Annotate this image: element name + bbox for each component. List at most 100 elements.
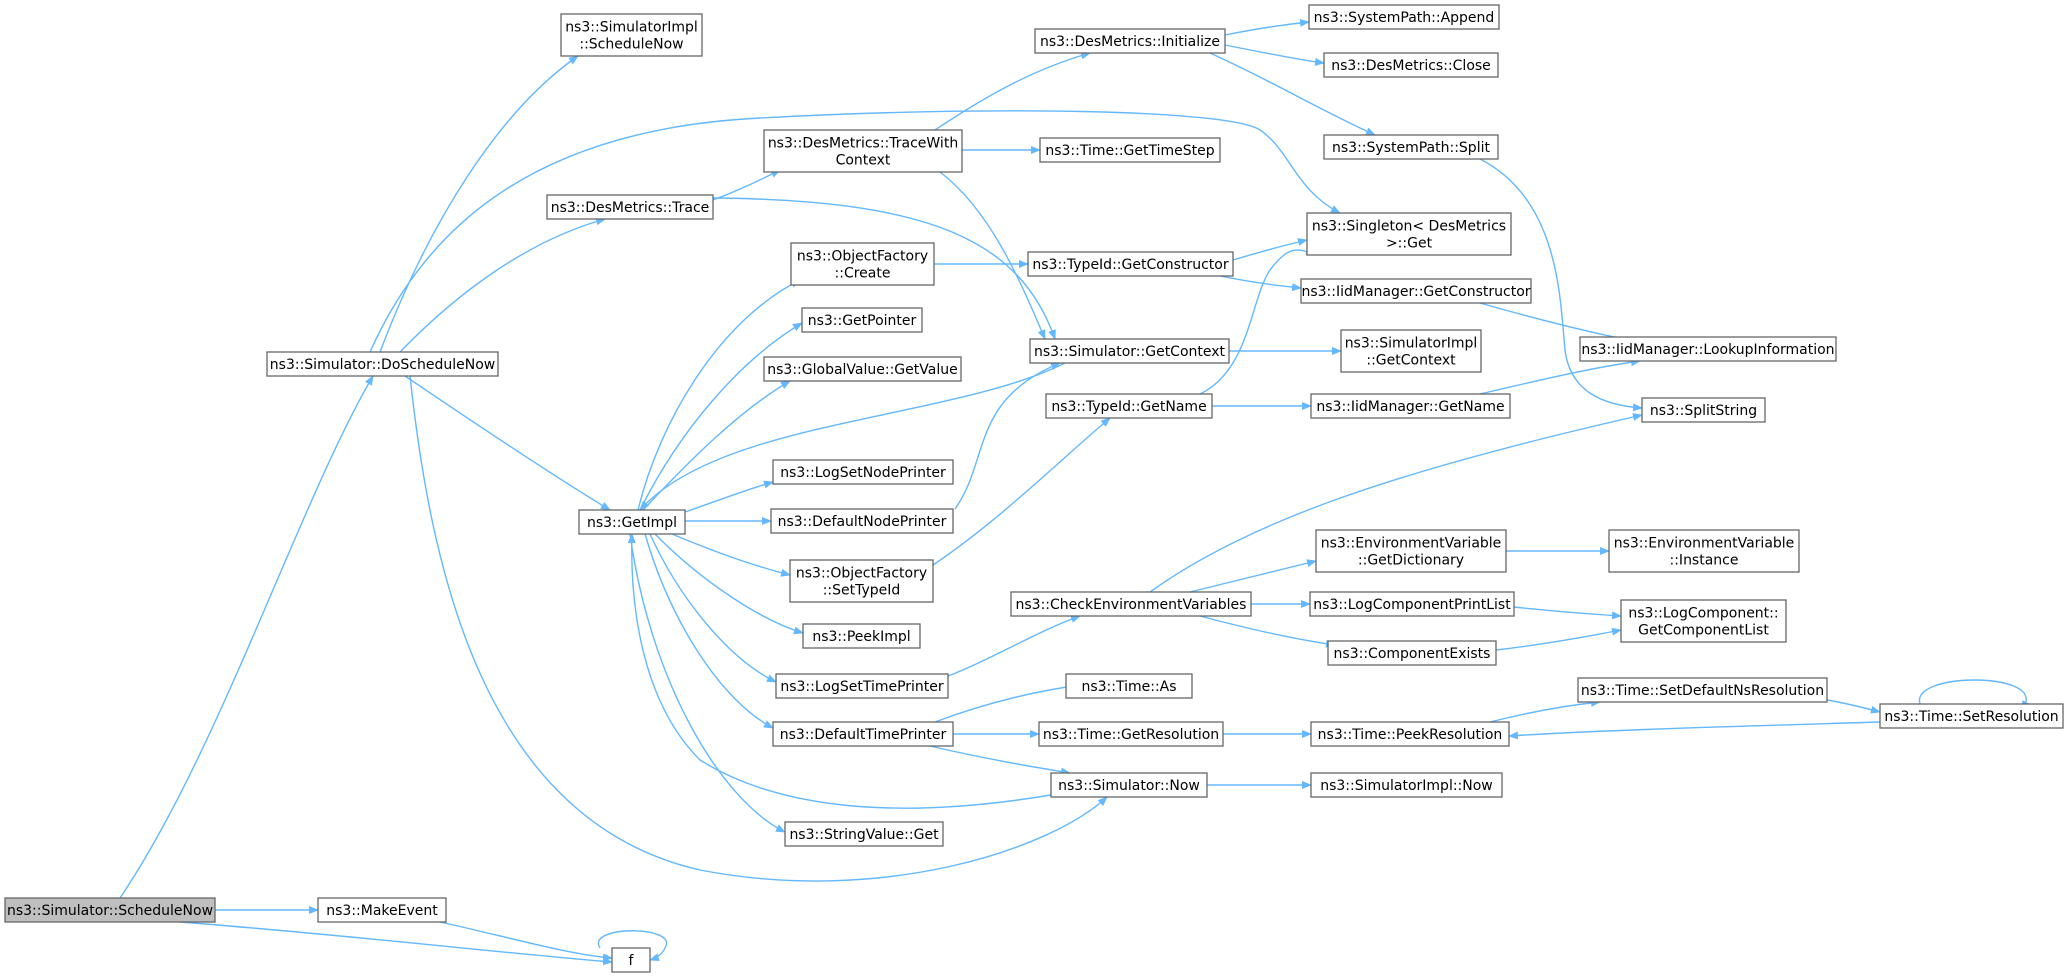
node-typeid-get-constructor[interactable]: ns3::TypeId::GetConstructor bbox=[1027, 251, 1234, 277]
node-get-pointer[interactable]: ns3::GetPointer bbox=[801, 307, 923, 333]
node-label: ns3::GetImpl bbox=[587, 515, 677, 531]
node-impl-now[interactable]: ns3::SimulatorImpl::Now bbox=[1310, 772, 1503, 798]
node-label: ns3::GetPointer bbox=[808, 313, 917, 329]
node-set-default-ns-resolution[interactable]: ns3::Time::SetDefaultNsResolution bbox=[1577, 677, 1828, 703]
node-log-set-time-printer[interactable]: ns3::LogSetTimePrinter bbox=[775, 673, 949, 699]
node-impl-get-context[interactable]: ns3::SimulatorImpl::GetContext bbox=[1340, 329, 1482, 373]
node-iid-get-name[interactable]: ns3::IidManager::GetName bbox=[1310, 393, 1511, 419]
edge-component-exists-to-get-component-list bbox=[1495, 627, 1622, 651]
node-iid-lookup[interactable]: ns3::IidManager::LookupInformation bbox=[1579, 336, 1837, 362]
node-time-set-resolution[interactable]: ns3::Time::SetResolution bbox=[1879, 703, 2064, 729]
node-check-env[interactable]: ns3::CheckEnvironmentVariables bbox=[1010, 591, 1252, 617]
edge-trace-with-context-to-sim-get-context bbox=[939, 171, 1046, 340]
node-label: ns3::LogComponent:: bbox=[1628, 606, 1778, 622]
node-make-event[interactable]: ns3::MakeEvent bbox=[317, 897, 447, 923]
edge-get-impl-to-log-set-time-printer bbox=[649, 533, 777, 683]
node-label: ns3::Time::SetDefaultNsResolution bbox=[1581, 683, 1824, 699]
node-label: ns3::GlobalValue::GetValue bbox=[767, 362, 957, 378]
node-label: ::GetDictionary bbox=[1358, 553, 1464, 569]
node-peek-impl[interactable]: ns3::PeekImpl bbox=[802, 623, 921, 649]
node-box bbox=[1029, 338, 1230, 364]
node-label: ns3::Simulator::ScheduleNow bbox=[7, 903, 213, 919]
node-box bbox=[1641, 397, 1766, 423]
edge-sim-get-context-to-get-impl bbox=[639, 362, 1066, 511]
node-box bbox=[546, 194, 714, 220]
node-label: ns3::LogSetNodePrinter bbox=[780, 465, 946, 481]
edge-do-schedule-now-to-singleton-get bbox=[369, 110, 1341, 353]
node-sp-append[interactable]: ns3::SystemPath::Append bbox=[1308, 4, 1500, 30]
node-string-value-get[interactable]: ns3::StringValue::Get bbox=[784, 821, 944, 847]
node-box bbox=[1027, 251, 1234, 277]
node-label: GetComponentList bbox=[1638, 623, 1769, 639]
node-label: ::SetTypeId bbox=[823, 583, 901, 599]
edge-default-time-printer-to-sim-now bbox=[929, 745, 1071, 776]
node-label: ns3::IidManager::LookupInformation bbox=[1581, 342, 1834, 358]
node-label: ns3::DefaultTimePrinter bbox=[780, 727, 947, 743]
node-label: ::Create bbox=[835, 266, 891, 282]
edge-time-set-resolution-to-time-peek-resolution bbox=[1508, 721, 1881, 740]
node-label: ns3::Time::GetTimeStep bbox=[1045, 143, 1214, 159]
node-des-close[interactable]: ns3::DesMetrics::Close bbox=[1323, 52, 1499, 78]
node-box bbox=[1310, 393, 1511, 419]
node-get-component-list[interactable]: ns3::LogComponent::GetComponentList bbox=[1620, 599, 1787, 643]
node-box bbox=[802, 623, 921, 649]
node-label: ns3::SystemPath::Split bbox=[1332, 140, 1490, 156]
node-time-peek-resolution[interactable]: ns3::Time::PeekResolution bbox=[1310, 721, 1510, 747]
node-sim-now[interactable]: ns3::Simulator::Now bbox=[1050, 772, 1208, 798]
node-log-component-print-list[interactable]: ns3::LogComponentPrintList bbox=[1309, 591, 1515, 617]
node-schedule-now[interactable]: ns3::Simulator::ScheduleNow bbox=[4, 897, 216, 923]
edge-des-trace-to-trace-with-context bbox=[712, 169, 781, 201]
node-box bbox=[1340, 329, 1482, 373]
node-time-get-resolution[interactable]: ns3::Time::GetResolution bbox=[1038, 721, 1224, 747]
node-do-schedule-now[interactable]: ns3::Simulator::DoScheduleNow bbox=[266, 351, 499, 377]
edge-f-to-f bbox=[597, 930, 668, 961]
node-label: ns3::TypeId::GetName bbox=[1051, 399, 1206, 415]
node-log-set-node-printer[interactable]: ns3::LogSetNodePrinter bbox=[772, 459, 954, 485]
edge-do-schedule-now-to-sim-now bbox=[409, 375, 1108, 882]
node-box bbox=[578, 509, 686, 535]
node-time-get-time-step[interactable]: ns3::Time::GetTimeStep bbox=[1039, 137, 1221, 163]
node-label: ns3::Singleton< DesMetrics bbox=[1312, 219, 1506, 235]
node-sp-split[interactable]: ns3::SystemPath::Split bbox=[1323, 134, 1499, 160]
node-des-trace[interactable]: ns3::DesMetrics::Trace bbox=[546, 194, 714, 220]
node-env-instance[interactable]: ns3::EnvironmentVariable::Instance bbox=[1608, 529, 1800, 573]
edge-get-impl-to-default-time-printer bbox=[644, 533, 774, 729]
node-label: >::Get bbox=[1386, 236, 1433, 252]
node-box bbox=[1309, 591, 1515, 617]
node-sim-get-context[interactable]: ns3::Simulator::GetContext bbox=[1029, 338, 1230, 364]
node-label: ns3::SimulatorImpl bbox=[565, 20, 698, 36]
node-label: ns3::EnvironmentVariable bbox=[1614, 536, 1795, 552]
node-of-create[interactable]: ns3::ObjectFactory::Create bbox=[790, 242, 935, 286]
node-of-set-type-id[interactable]: ns3::ObjectFactory::SetTypeId bbox=[789, 559, 934, 603]
edge-schedule-now-to-f bbox=[179, 921, 613, 966]
node-impl-schedule-now[interactable]: ns3::SimulatorImpl::ScheduleNow bbox=[560, 13, 703, 57]
node-gv-get-value[interactable]: ns3::GlobalValue::GetValue bbox=[763, 356, 962, 382]
edge-typeid-get-constructor-to-iid-get-constructor bbox=[1219, 275, 1302, 292]
node-env-get-dictionary[interactable]: ns3::EnvironmentVariable::GetDictionary bbox=[1315, 529, 1507, 573]
node-box bbox=[790, 242, 935, 286]
node-time-as[interactable]: ns3::Time::As bbox=[1065, 673, 1193, 699]
node-label: ns3::ObjectFactory bbox=[797, 249, 928, 265]
node-component-exists[interactable]: ns3::ComponentExists bbox=[1327, 640, 1497, 666]
node-split-string[interactable]: ns3::SplitString bbox=[1641, 397, 1766, 423]
node-label: ns3::ComponentExists bbox=[1334, 646, 1491, 662]
node-label: Context bbox=[836, 153, 891, 169]
node-label: ns3::SystemPath::Append bbox=[1314, 10, 1495, 26]
node-default-node-printer[interactable]: ns3::DefaultNodePrinter bbox=[770, 508, 954, 534]
node-typeid-get-name[interactable]: ns3::TypeId::GetName bbox=[1045, 393, 1213, 419]
node-iid-get-constructor[interactable]: ns3::IidManager::GetConstructor bbox=[1300, 278, 1532, 304]
node-box bbox=[1310, 772, 1503, 798]
node-singleton-get[interactable]: ns3::Singleton< DesMetrics >::Get bbox=[1306, 212, 1512, 256]
node-default-time-printer[interactable]: ns3::DefaultTimePrinter bbox=[772, 721, 954, 747]
edge-typeid-get-constructor-to-singleton-get bbox=[1232, 238, 1308, 261]
node-des-initialize[interactable]: ns3::DesMetrics::Initialize bbox=[1034, 28, 1226, 54]
node-box bbox=[1323, 134, 1499, 160]
node-label: ns3::DefaultNodePrinter bbox=[778, 514, 947, 530]
node-label: ns3::Time::SetResolution bbox=[1884, 709, 2058, 725]
node-f[interactable]: f bbox=[611, 947, 651, 973]
edge-get-impl-to-peek-impl bbox=[654, 533, 804, 635]
node-get-impl[interactable]: ns3::GetImpl bbox=[578, 509, 686, 535]
node-box bbox=[560, 13, 703, 57]
node-box bbox=[784, 821, 944, 847]
